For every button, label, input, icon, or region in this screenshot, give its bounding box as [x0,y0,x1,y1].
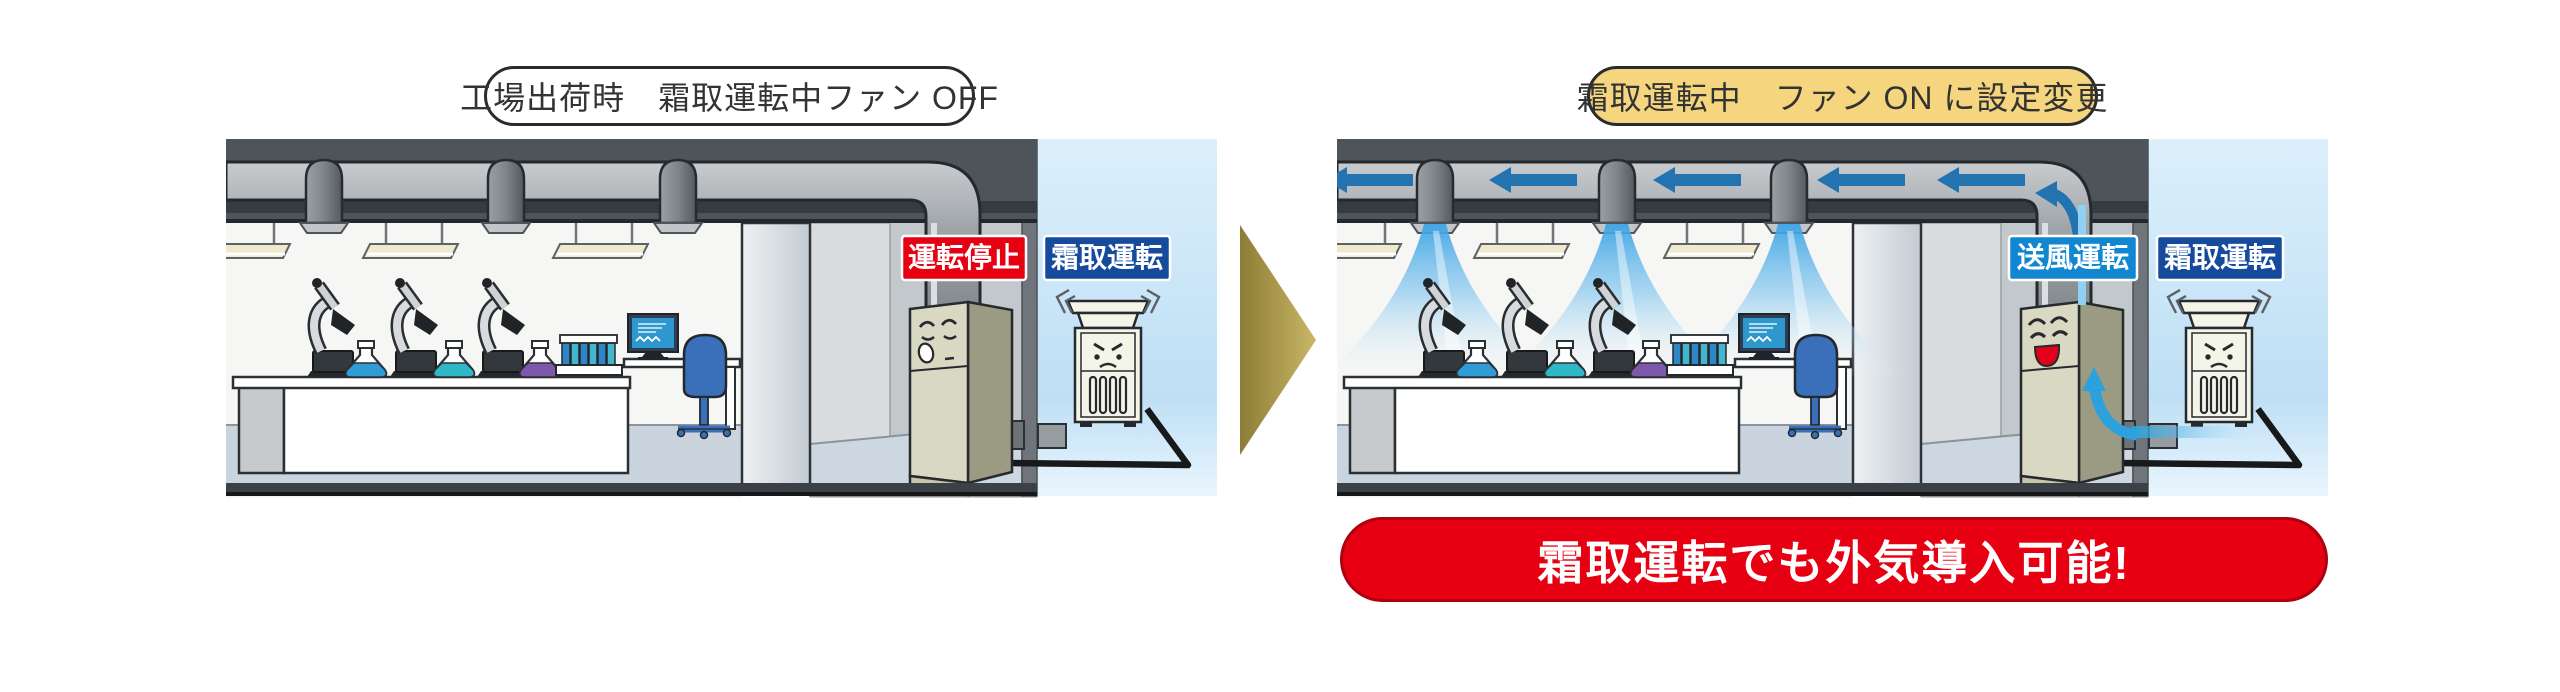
svg-text:運転停止: 運転停止 [908,241,1020,273]
intake-air-streak [2129,426,2245,438]
operation-label-indoor: 送風運転 [2007,234,2139,282]
panel-title-after: 霜取運転中 ファン ON に設定変更 [1577,66,2107,126]
indoor-unit-face-happy [2027,316,2069,368]
operation-label-outdoor: 霜取運転 [2155,234,2285,282]
unit-intake-arrowhead [2082,367,2106,391]
transition-arrow [1240,225,1316,455]
result-banner: 霜取運転でも外気導入可能! [1340,517,2328,602]
svg-text:送風運転: 送風運転 [2017,242,2129,273]
svg-text:霜取運転: 霜取運転 [2164,242,2276,273]
illustration-after: 送風運転 霜取運転 [1337,139,2328,498]
operation-label-outdoor: 霜取運転 [1042,234,1172,282]
svg-text:霜取運転: 霜取運転 [1051,242,1163,273]
operation-label-indoor: 運転停止 [900,234,1028,282]
duct-airflow-arrows [1337,167,2083,238]
illustration-before: 運転停止 霜取運転 [226,139,1217,498]
panel-title-before: 工場出荷時 霜取運転中ファン OFF [460,66,998,126]
unit-intake-arrow [2088,385,2138,441]
duct-elbow-arrowhead [2035,181,2057,207]
indoor-unit-face-sleeping [917,318,958,364]
